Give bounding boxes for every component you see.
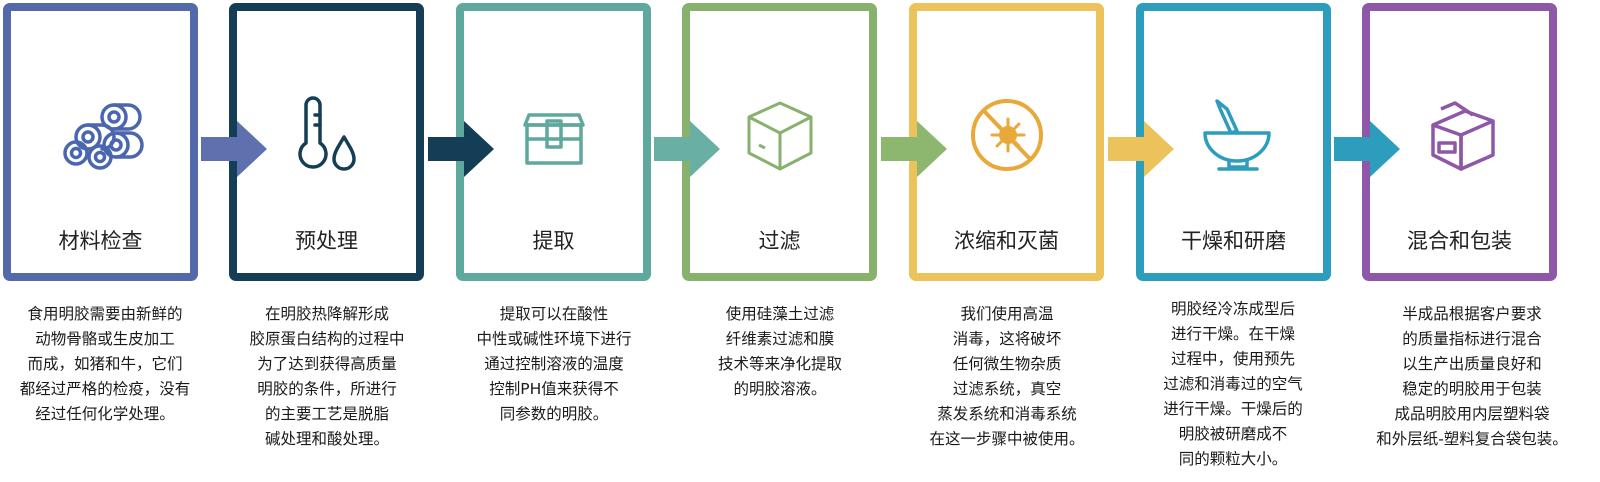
desc-line: 的明胶溶液。 bbox=[733, 380, 827, 398]
step-box-material-inspection: 材料检查 bbox=[3, 3, 198, 281]
step-title: 混合和包装 bbox=[1407, 229, 1512, 253]
step-description-concentration-sterilization: 我们使用高温 消毒，这将破坏 任何微生物杂质 过滤系统，真空 蒸发系统和消毒系统… bbox=[902, 302, 1112, 452]
desc-line: 在明胶热降解形成 bbox=[264, 305, 389, 323]
desc-line: 稳定的明胶用于包装 bbox=[1402, 380, 1542, 398]
desc-line: 食用明胶需要由新鲜的 bbox=[27, 305, 183, 323]
desc-line: 的主要工艺是脱脂 bbox=[264, 405, 389, 423]
desc-line: 消毒，这将破坏 bbox=[952, 330, 1062, 348]
desc-line: 的质量指标进行混合 bbox=[1402, 330, 1542, 348]
step-description-material-inspection: 食用明胶需要由新鲜的 动物骨骼或生皮加工 而成，如猪和牛，它们 都经过严格的检疫… bbox=[0, 302, 210, 427]
desc-line: 半成品根据客户要求 bbox=[1402, 305, 1542, 323]
desc-line: 使用硅藻土过滤 bbox=[725, 305, 835, 323]
desc-line: 为了达到获得高质量 bbox=[257, 355, 397, 373]
desc-line: 提取可以在酸性 bbox=[499, 305, 609, 323]
step-title: 预处理 bbox=[295, 229, 358, 253]
desc-line: 明胶的条件，所进行 bbox=[257, 380, 397, 398]
mortar-pestle-icon bbox=[1144, 95, 1323, 175]
desc-line: 蒸发系统和消毒系统 bbox=[937, 405, 1077, 423]
package-icon bbox=[1370, 95, 1549, 175]
step-description-drying-grinding: 明胶经冷冻成型后 进行干燥。在干燥 过程中，使用预先 过滤和消毒过的空气 进行干… bbox=[1128, 297, 1338, 472]
step-title: 材料检查 bbox=[58, 229, 143, 253]
step-description-pretreatment: 在明胶热降解形成 胶原蛋白结构的过程中 为了达到获得高质量 明胶的条件，所进行 … bbox=[222, 302, 432, 452]
box-tray-icon bbox=[464, 95, 643, 175]
desc-line: 同的颗粒大小。 bbox=[1178, 450, 1288, 468]
desc-line: 通过控制溶液的温度 bbox=[484, 355, 624, 373]
desc-line: 过滤系统，真空 bbox=[952, 380, 1062, 398]
arrow-connector bbox=[201, 121, 267, 177]
desc-line: 经过任何化学处理。 bbox=[35, 405, 175, 423]
desc-line: 碱处理和酸处理。 bbox=[264, 430, 389, 448]
desc-line: 任何微生物杂质 bbox=[952, 355, 1062, 373]
thermometer-drop-icon bbox=[237, 95, 416, 175]
desc-line: 进行干燥。在干燥 bbox=[1170, 325, 1295, 343]
arrow-connector bbox=[1108, 121, 1174, 177]
arrow-connector bbox=[881, 121, 947, 177]
no-virus-icon bbox=[917, 95, 1096, 175]
desc-line: 明胶被研磨成不 bbox=[1178, 425, 1288, 443]
desc-line: 纤维素过滤和膜 bbox=[725, 330, 835, 348]
desc-line: 都经过严格的检疫，没有 bbox=[19, 380, 191, 398]
desc-line: 进行干燥。干燥后的 bbox=[1163, 400, 1303, 418]
desc-line: 中性或碱性环境下进行 bbox=[476, 330, 632, 348]
step-title: 浓缩和灭菌 bbox=[954, 229, 1059, 253]
desc-line: 明胶经冷冻成型后 bbox=[1170, 300, 1295, 318]
step-title: 干燥和研磨 bbox=[1181, 229, 1286, 253]
desc-line: 控制PH值来获得不 bbox=[489, 380, 619, 398]
step-title: 过滤 bbox=[758, 229, 801, 253]
desc-line: 在这一步骤中被使用。 bbox=[929, 430, 1085, 448]
pipes-icon bbox=[11, 95, 190, 175]
arrow-connector bbox=[654, 121, 720, 177]
desc-line: 而成，如猪和牛，它们 bbox=[27, 355, 183, 373]
arrow-connector bbox=[428, 121, 494, 177]
step-description-filtration: 使用硅藻土过滤 纤维素过滤和膜 技术等来净化提取 的明胶溶液。 bbox=[675, 302, 885, 402]
desc-line: 以生产出质量良好和 bbox=[1402, 355, 1542, 373]
step-box-drying-grinding: 干燥和研磨 bbox=[1136, 3, 1331, 281]
step-box-pretreatment: 预处理 bbox=[229, 3, 424, 281]
desc-line: 成品明胶用内层塑料袋 bbox=[1394, 405, 1550, 423]
step-title: 提取 bbox=[532, 229, 575, 253]
desc-line: 我们使用高温 bbox=[960, 305, 1054, 323]
desc-line: 技术等来净化提取 bbox=[717, 355, 842, 373]
desc-line: 同参数的明胶。 bbox=[499, 405, 609, 423]
desc-line: 动物骨骼或生皮加工 bbox=[35, 330, 175, 348]
step-description-mixing-packaging: 半成品根据客户要求 的质量指标进行混合 以生产出质量良好和 稳定的明胶用于包装 … bbox=[1352, 302, 1592, 452]
desc-line: 胶原蛋白结构的过程中 bbox=[249, 330, 405, 348]
cube-icon bbox=[690, 95, 869, 175]
desc-line: 过滤和消毒过的空气 bbox=[1163, 375, 1303, 393]
desc-line: 和外层纸-塑料复合袋包装。 bbox=[1376, 430, 1568, 448]
step-box-concentration-sterilization: 浓缩和灭菌 bbox=[909, 3, 1104, 281]
arrow-connector bbox=[1334, 121, 1400, 177]
step-description-extraction: 提取可以在酸性 中性或碱性环境下进行 通过控制溶液的温度 控制PH值来获得不 同… bbox=[449, 302, 659, 427]
desc-line: 过程中，使用预先 bbox=[1170, 350, 1295, 368]
